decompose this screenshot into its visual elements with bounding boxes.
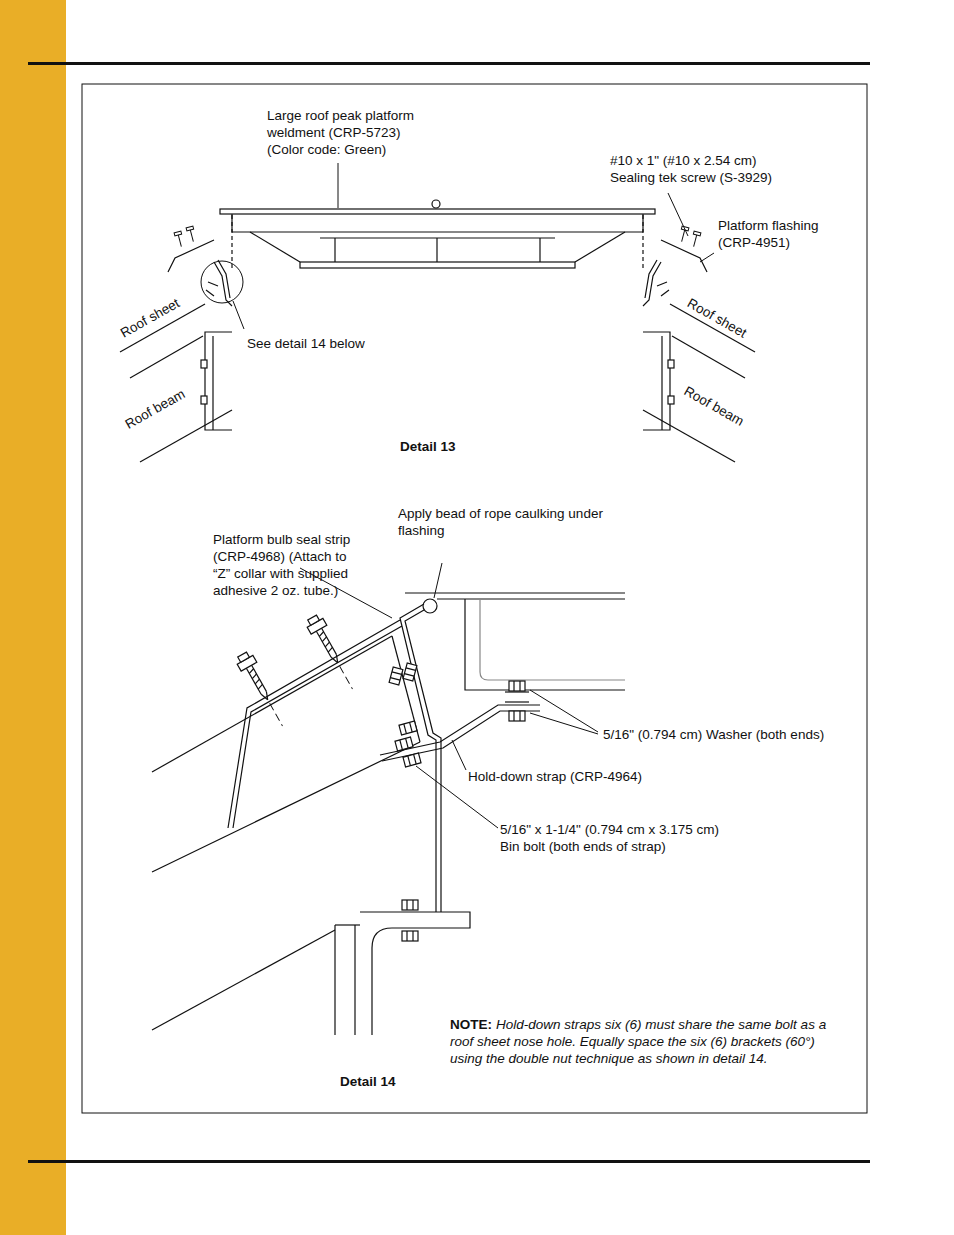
part-label: Roof beam: [123, 386, 188, 432]
label-block: See detail 14 below: [247, 335, 365, 352]
label-block: 5/16" (0.794 cm) Washer (both ends): [603, 726, 824, 743]
part-label: Apply bead of rope caulking under flashi…: [398, 506, 603, 538]
label-block: Large roof peak platform weldment (CRP-5…: [267, 107, 432, 158]
label-block: 5/16" x 1-1/4" (0.794 cm x 3.175 cm) Bin…: [500, 821, 740, 855]
part-label: Roof sheet: [685, 295, 749, 340]
label-block: Platform flashing (CRP-4951): [718, 217, 833, 251]
note-heading: NOTE:: [450, 1017, 492, 1032]
part-label: Roof sheet: [118, 295, 182, 340]
label-block: Detail 13: [400, 438, 456, 455]
label-block: Roof sheet: [684, 295, 749, 342]
label-block: Apply bead of rope caulking under flashi…: [398, 505, 630, 539]
part-label: #10 x 1" (#10 x 2.54 cm) Sealing tek scr…: [610, 153, 772, 185]
part-label: Roof beam: [682, 383, 747, 429]
label-block: NOTE:Hold-down straps six (6) must share…: [450, 1016, 829, 1067]
part-label: See detail 14 below: [247, 336, 365, 351]
label-block: Hold-down strap (CRP-4964): [468, 768, 642, 785]
part-label: 5/16" x 1-1/4" (0.794 cm x 3.175 cm) Bin…: [500, 822, 719, 854]
note-text: Hold-down straps six (6) must share the …: [450, 1017, 826, 1066]
detail-title: Detail 14: [340, 1074, 396, 1089]
label-block: Roof beam: [681, 382, 747, 429]
label-block: Roof beam: [122, 385, 188, 432]
label-block: Platform bulb seal strip (CRP-4968) (Att…: [213, 531, 365, 599]
label-block: #10 x 1" (#10 x 2.54 cm) Sealing tek scr…: [610, 152, 785, 186]
part-label: Platform flashing (CRP-4951): [718, 218, 819, 250]
part-label: 5/16" (0.794 cm) Washer (both ends): [603, 727, 824, 742]
detail-title: Detail 13: [400, 439, 456, 454]
label-block: Roof sheet: [117, 295, 182, 342]
part-label: Hold-down strap (CRP-4964): [468, 769, 642, 784]
label-block: Detail 14: [340, 1073, 396, 1090]
part-label: Large roof peak platform weldment (CRP-5…: [267, 108, 414, 157]
part-label: Platform bulb seal strip (CRP-4968) (Att…: [213, 532, 350, 598]
